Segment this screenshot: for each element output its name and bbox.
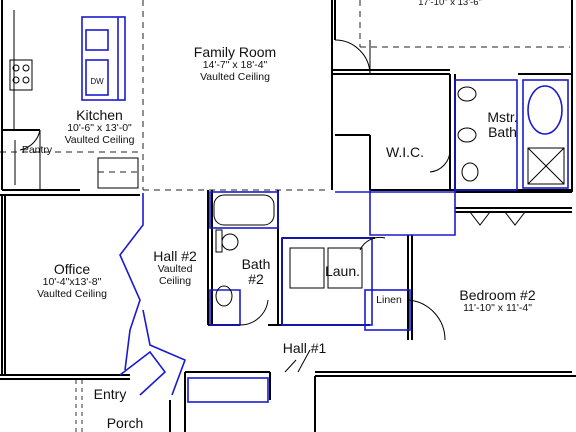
linen-label: Linen xyxy=(376,294,402,306)
bedroom2-name: Bedroom #2 xyxy=(459,287,536,303)
entry-label: Entry xyxy=(93,386,127,402)
hall2-ceiling-line2: Ceiling xyxy=(158,274,192,287)
bedroom2-label: Bedroom #2 11'-10" x 11'-4" xyxy=(440,287,555,315)
hall2-name: Hall #2 xyxy=(153,248,197,264)
kitchen-ceiling: Vaulted Ceiling xyxy=(64,133,135,146)
hall1-label: Hall #1 xyxy=(282,340,327,356)
office-dims: 10'-4"x13'-8" xyxy=(42,276,102,289)
laundry-label: Laun. xyxy=(324,263,361,279)
wic-label: W.I.C. xyxy=(385,144,425,160)
hall2-ceiling-line1: Vaulted xyxy=(157,263,193,276)
master-bath-label: Mstr. Bath xyxy=(480,109,525,141)
master-bath-line1: Mstr. xyxy=(487,109,518,125)
kitchen-label: Kitchen 10'-6" x 13'-0" Vaulted Ceiling xyxy=(52,107,147,146)
family-room-dims: 14'-7" x 18'-4" xyxy=(202,59,268,72)
bath2-label: Bath #2 xyxy=(236,256,276,288)
family-room-name: Family Room xyxy=(193,44,277,60)
pantry-label: Pantry xyxy=(21,144,53,156)
fixtures xyxy=(81,16,569,403)
bath2-line2: #2 xyxy=(248,271,264,288)
office-label: Office 10'-4"x13'-8" Vaulted Ceiling xyxy=(22,261,122,300)
dashed-boundaries xyxy=(0,0,570,191)
bath2-line1: Bath xyxy=(241,256,271,272)
office-name: Office xyxy=(53,261,91,277)
master-dims: 17'-10" x 13'-6" xyxy=(418,0,482,8)
hall2-label: Hall #2 Vaulted Ceiling xyxy=(145,248,205,287)
family-room-label: Family Room 14'-7" x 18'-4" Vaulted Ceil… xyxy=(175,44,295,83)
porch-label: Porch xyxy=(106,415,144,431)
kitchen-name: Kitchen xyxy=(76,107,123,123)
master-bath-line2: Bath xyxy=(488,124,517,141)
office-ceiling: Vaulted Ceiling xyxy=(37,287,107,300)
kitchen-dims: 10'-6" x 13'-0" xyxy=(67,122,132,135)
bedroom2-dims: 11'-10" x 11'-4" xyxy=(463,302,532,315)
dishwasher-label: DW xyxy=(90,77,104,86)
family-room-ceiling: Vaulted Ceiling xyxy=(200,70,270,83)
